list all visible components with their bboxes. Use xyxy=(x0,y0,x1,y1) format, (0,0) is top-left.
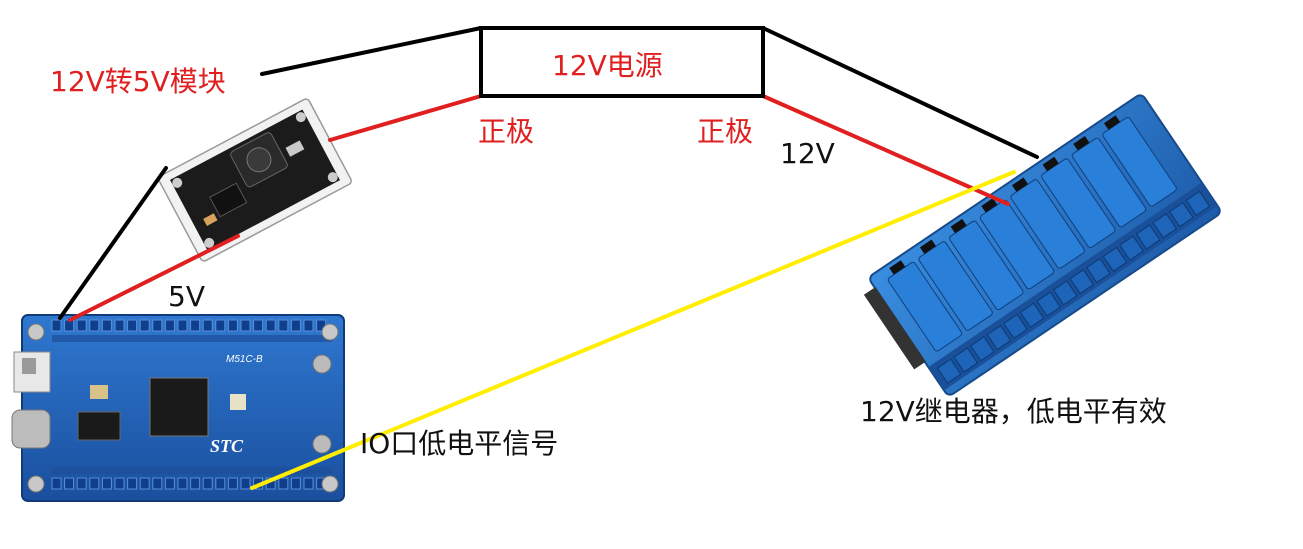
header-pin xyxy=(140,478,149,489)
header-pin xyxy=(77,478,86,489)
header-pin xyxy=(203,478,212,489)
power-supply-label: 12V电源 xyxy=(552,52,663,80)
header-pin xyxy=(279,320,288,331)
header-pin xyxy=(304,478,313,489)
header-pin xyxy=(178,478,187,489)
header-pin xyxy=(153,478,162,489)
io-signal-label: IO口低电平信号 xyxy=(360,430,558,458)
positive-right-label: 正极 xyxy=(697,118,753,146)
mcu-chip xyxy=(150,378,208,436)
header-pin xyxy=(52,320,61,331)
mcu-model-label: M51C-B xyxy=(226,354,263,365)
header-pin xyxy=(228,478,237,489)
header-pin xyxy=(241,320,250,331)
header-pin xyxy=(191,478,200,489)
header-pin xyxy=(52,478,61,489)
header-pin xyxy=(115,478,124,489)
header-pin xyxy=(228,320,237,331)
mcu-brand-label: STC xyxy=(210,436,244,456)
header-pin xyxy=(165,320,174,331)
header-pin xyxy=(203,320,212,331)
header-pin xyxy=(65,478,74,489)
header-pin xyxy=(304,320,313,331)
header-pin xyxy=(279,478,288,489)
header-pin xyxy=(266,320,275,331)
voltage-12v-label: 12V xyxy=(780,140,835,168)
header-pin xyxy=(254,320,263,331)
usb-c-port xyxy=(12,410,50,448)
positive-left-label: 正极 xyxy=(478,118,534,146)
header-pin xyxy=(128,320,137,331)
header-pin xyxy=(90,320,99,331)
header-pin xyxy=(191,320,200,331)
mcu-board: M51C-B STC xyxy=(12,315,344,501)
header-pin xyxy=(128,478,137,489)
header-pin xyxy=(291,320,300,331)
header-pin xyxy=(102,478,111,489)
header-pin xyxy=(178,320,187,331)
header-pin xyxy=(77,320,86,331)
header-pin xyxy=(216,478,225,489)
header-pin xyxy=(102,320,111,331)
converter-label: 12V转5V模块 xyxy=(50,68,226,96)
relay-label: 12V继电器，低电平有效 xyxy=(860,398,1167,426)
header-pin xyxy=(165,478,174,489)
header-pin xyxy=(140,320,149,331)
header-pin xyxy=(153,320,162,331)
header-pin xyxy=(90,478,99,489)
header-pin xyxy=(241,478,250,489)
header-pin xyxy=(115,320,124,331)
voltage-5v-label: 5V xyxy=(168,283,205,311)
relay-board xyxy=(857,93,1222,404)
converter-module xyxy=(157,98,352,263)
header-pin xyxy=(216,320,225,331)
header-pin xyxy=(291,478,300,489)
